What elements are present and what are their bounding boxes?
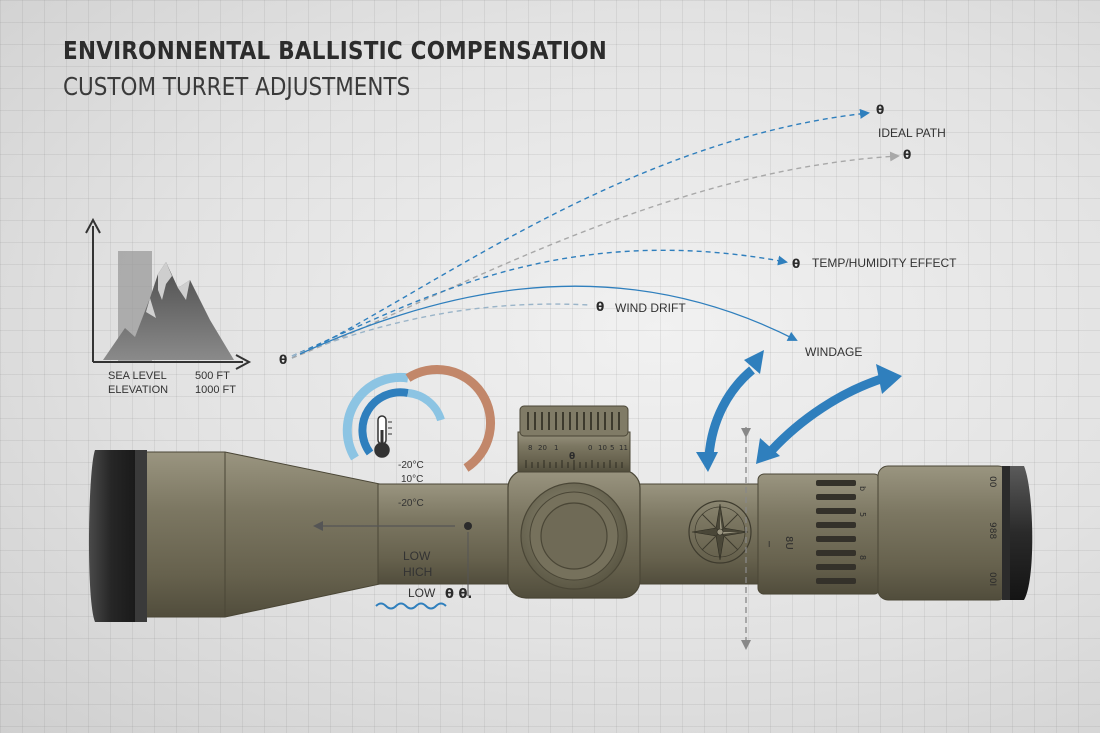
ideal-mark: θ: [876, 103, 884, 117]
temp-path-line: [291, 249, 788, 357]
elevation-chart: SEA LEVEL ELEVATION 500 FT 1000 FT: [85, 217, 252, 396]
eyepiece-mark-1: 00: [987, 476, 997, 488]
humidity-low2-label: LOW: [408, 586, 436, 600]
windage-indicator: [696, 350, 902, 650]
turret-center-mark: θ: [569, 452, 575, 462]
wind-label: WIND DRIFT: [615, 301, 686, 315]
side-mark: 8U: [783, 536, 794, 550]
ideal-label: IDEAL PATH: [878, 126, 946, 140]
mountain-icon: [103, 262, 234, 360]
temp-arc-cold: [342, 372, 409, 461]
wind-path-line: [291, 303, 591, 357]
elevation-value-2: 1000 FT: [195, 384, 236, 396]
side-dial-center: [540, 502, 608, 570]
scope-illustration: 8 20 1 0 10 5 11 θ: [88, 405, 1033, 622]
x-axis-arrow: [235, 354, 252, 370]
humidity-low-label: LOW: [403, 549, 431, 563]
wind-mark: θ: [596, 300, 604, 314]
curved-arrow-horizontal-head-left: [756, 438, 780, 464]
ring-mark-1: b: [858, 486, 867, 491]
mountain-snow: [146, 262, 190, 318]
temp-arc-inner-cool: [407, 389, 445, 422]
curved-arrow-vertical-head-bottom: [696, 452, 718, 472]
elevation-label-1: SEA LEVEL: [108, 370, 167, 382]
curved-arrow-vertical-head-top: [744, 350, 764, 374]
trajectory-group: θ θ IDEAL PATH θ θ TEMP/HUMIDITY EFFECT …: [279, 103, 957, 367]
temp-arc-inner-cold: [358, 388, 409, 456]
power-ring-grips: [816, 480, 856, 584]
humidity-high-label: HICH: [403, 565, 432, 579]
temp-label-3: -20°C: [398, 498, 424, 509]
humidity-marks: θ θ.: [445, 587, 472, 602]
elevation-label-2: ELEVATION: [108, 384, 168, 396]
turret-scale-5: 5: [610, 444, 614, 452]
page-subtitle: CUSTOM TURRET ADJUSTMENTS: [63, 72, 411, 101]
eyepiece-cap-ring: [1002, 466, 1010, 600]
turret-scale-4: 10: [598, 444, 607, 452]
temperature-gauge: -20°C 10°C -20°C: [342, 364, 496, 509]
secondary-path-line: [291, 151, 900, 359]
reference-dot: [464, 522, 472, 530]
curved-arrow-vertical: [704, 366, 755, 457]
turret-scale-0: 8: [528, 444, 532, 452]
secondary-mark: θ: [903, 148, 911, 162]
ring-mark-2: 5: [858, 512, 867, 517]
elevation-turret-cap: [519, 405, 629, 437]
temp-arc-warm: [405, 364, 496, 472]
curved-arrow-horizontal: [768, 373, 886, 454]
y-axis-arrow: [85, 217, 101, 234]
objective-cap-ring: [135, 450, 147, 622]
compass-rose-icon: [688, 500, 752, 564]
temp-label-1: -20°C: [398, 460, 424, 471]
turret-scale-1: 20: [538, 444, 547, 452]
origin-mark: θ: [279, 353, 287, 367]
curved-arrow-horizontal-head-right: [876, 364, 902, 394]
temp-mark: θ: [792, 257, 800, 271]
vertical-axis-top-arrow: [741, 428, 751, 438]
objective-bell: [111, 451, 381, 618]
thermometer-icon: [374, 415, 392, 458]
elevation-value-1: 500 FT: [195, 370, 230, 382]
turret-scale-2: 1: [554, 444, 558, 452]
turret-scale-3: 0: [588, 444, 592, 452]
water-wave-icon: [375, 602, 447, 610]
temp-label-2: 10°C: [401, 474, 423, 485]
eyepiece-mark-2: 988: [987, 522, 997, 539]
side-mark-small: I: [768, 540, 770, 549]
ring-mark-3: 8: [858, 555, 867, 560]
windage-label: WINDAGE: [805, 345, 862, 359]
turret-scale-6: 11: [619, 444, 628, 452]
turret-ticks: [525, 460, 623, 470]
windage-path-line: [299, 285, 798, 355]
turret-knurling: [527, 412, 620, 430]
power-ring: [757, 473, 881, 595]
ideal-path-line: [291, 108, 870, 359]
page-title: ENVIRONNENTAL BALLISTIC COMPENSATION: [63, 36, 608, 65]
objective-cap: [88, 450, 145, 622]
temp-label: TEMP/HUMIDITY EFFECT: [812, 256, 957, 270]
eyepiece-mark-3: 00I: [987, 572, 997, 586]
humidity-indicator: LOW HICH LOW θ θ.: [313, 521, 472, 610]
